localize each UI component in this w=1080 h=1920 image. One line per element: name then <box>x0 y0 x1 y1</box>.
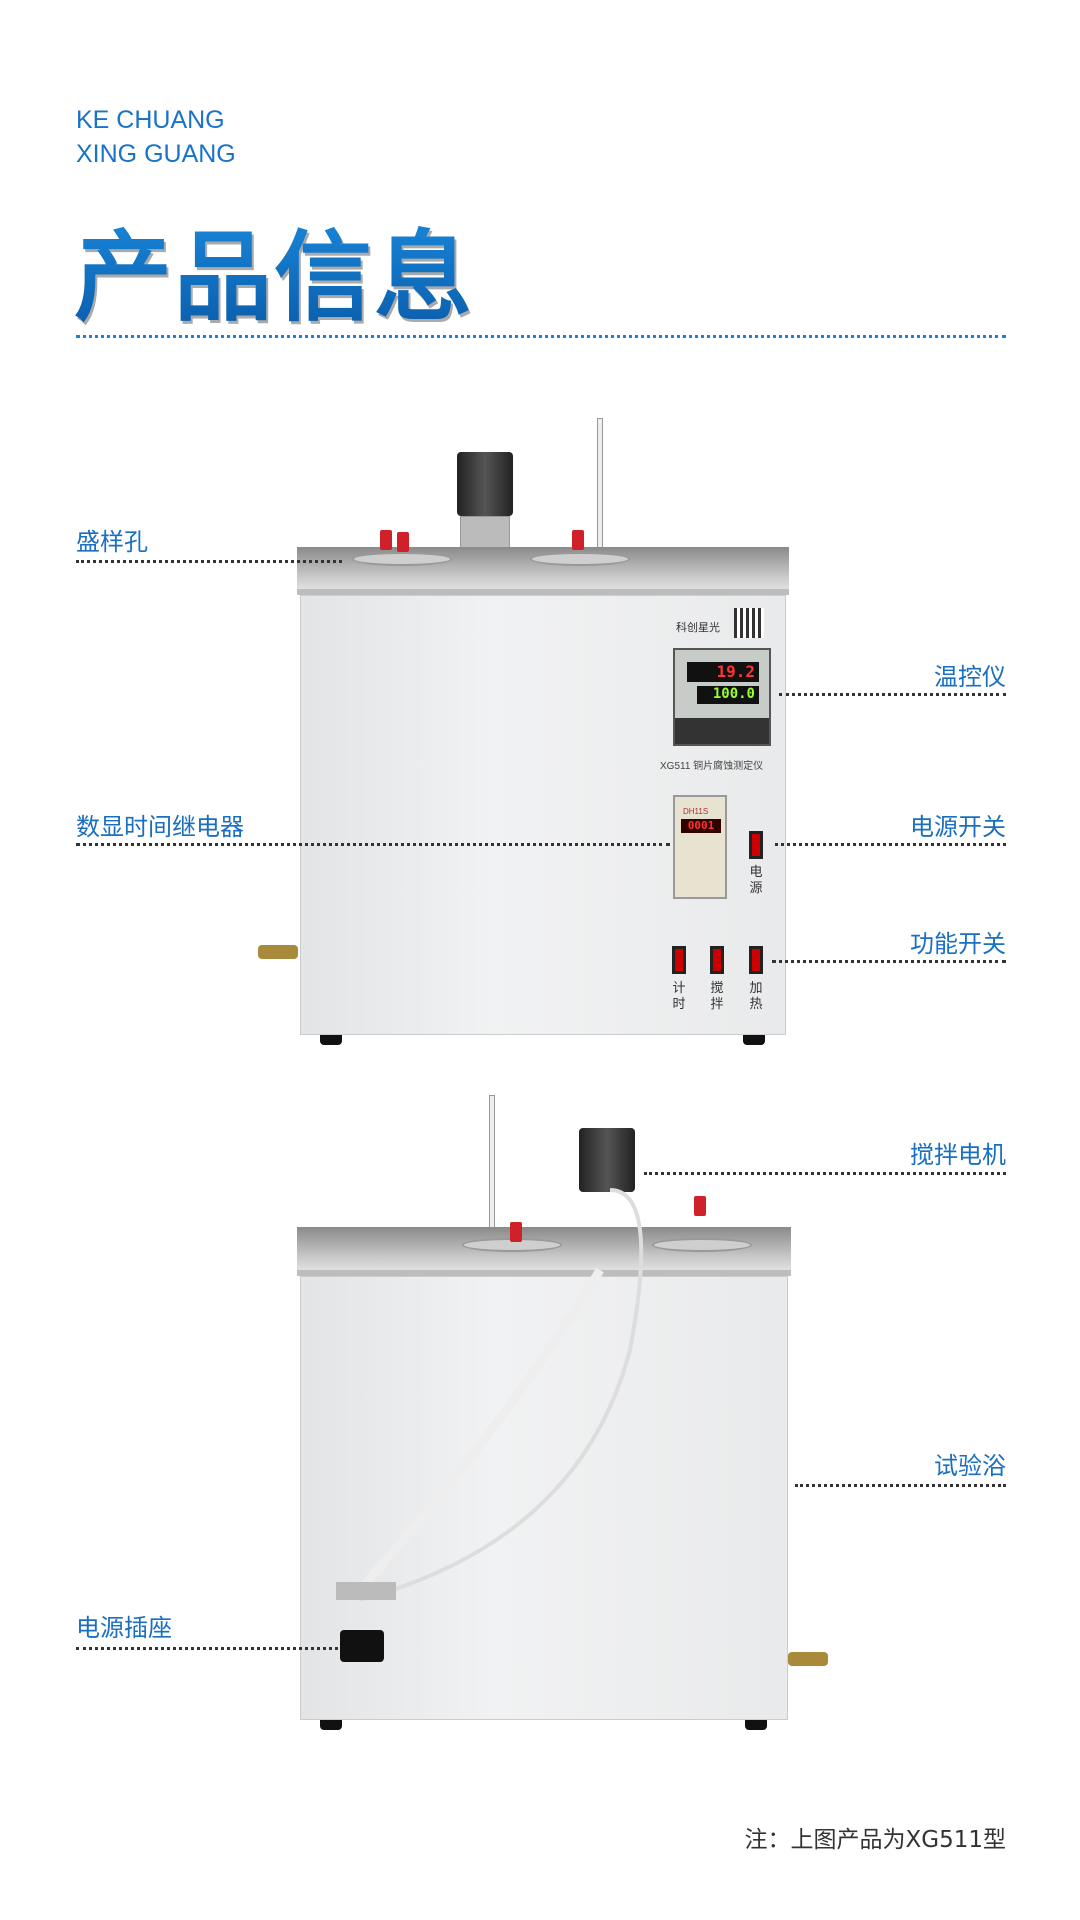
drain-tap <box>788 1652 828 1666</box>
power-socket[interactable] <box>340 1630 384 1662</box>
sample-hole-lid <box>352 552 452 566</box>
leader-line <box>76 560 342 563</box>
foot <box>745 1720 767 1730</box>
temperature-controller: 19.2 100.0 <box>673 648 771 746</box>
stir-switch-label: 搅拌 <box>710 980 724 1011</box>
heat-switch-label: 加热 <box>749 980 763 1011</box>
timer-relay: DH11S 0001 <box>673 795 727 899</box>
drain-tap <box>258 945 298 959</box>
footnote: 注：上图产品为XG511型 <box>744 1827 1006 1853</box>
leader-line <box>779 693 1006 696</box>
cable <box>356 1188 644 1602</box>
leader-line <box>76 843 670 846</box>
thermometer <box>597 418 603 548</box>
timing-switch-label: 计时 <box>672 980 686 1011</box>
brand-logo: 科创星光 <box>676 622 720 634</box>
leader-line <box>772 960 1006 963</box>
tube-plug <box>572 530 584 550</box>
page-title: 产品信息 <box>74 198 474 340</box>
tube-plug <box>510 1222 522 1242</box>
tube-plug <box>380 530 392 550</box>
tube-plug <box>397 532 409 552</box>
qr-code <box>734 608 764 638</box>
stir-motor <box>457 452 513 516</box>
label-test-bath: 试验浴 <box>934 1452 1006 1480</box>
tube-plug <box>694 1196 706 1216</box>
leader-line <box>76 1647 344 1650</box>
label-temp-controller: 温控仪 <box>934 663 1006 691</box>
power-switch-label: 电源 <box>749 864 763 895</box>
pv-display: 19.2 <box>687 662 759 682</box>
label-power-socket: 电源插座 <box>76 1614 172 1642</box>
label-sample-hole: 盛样孔 <box>76 528 148 556</box>
label-timer-relay: 数显时间继电器 <box>76 813 244 841</box>
power-switch[interactable] <box>749 831 763 859</box>
brand-line-2: XING GUANG <box>76 140 236 168</box>
foot <box>743 1035 765 1045</box>
leader-line <box>644 1172 1006 1175</box>
sample-hole-lid <box>530 552 630 566</box>
label-function-switch: 功能开关 <box>910 930 1006 958</box>
timer-brand: DH11S <box>683 807 709 816</box>
stir-motor <box>579 1128 635 1192</box>
sv-display: 100.0 <box>697 686 759 704</box>
foot <box>320 1720 342 1730</box>
label-stir-motor: 搅拌电机 <box>910 1141 1006 1169</box>
divider <box>76 335 1006 338</box>
heat-switch[interactable] <box>749 946 763 974</box>
timing-switch[interactable] <box>672 946 686 974</box>
stir-switch[interactable] <box>710 946 724 974</box>
label-power-switch: 电源开关 <box>910 813 1006 841</box>
cable-bracket <box>336 1582 396 1600</box>
sample-hole-lid <box>652 1238 752 1252</box>
leader-line <box>795 1484 1006 1487</box>
model-label: XG511 铜片腐蚀测定仪 <box>660 761 764 772</box>
brand-line-1: KE CHUANG <box>76 106 225 134</box>
timer-display: 0001 <box>681 819 721 833</box>
foot <box>320 1035 342 1045</box>
leader-line <box>775 843 1006 846</box>
